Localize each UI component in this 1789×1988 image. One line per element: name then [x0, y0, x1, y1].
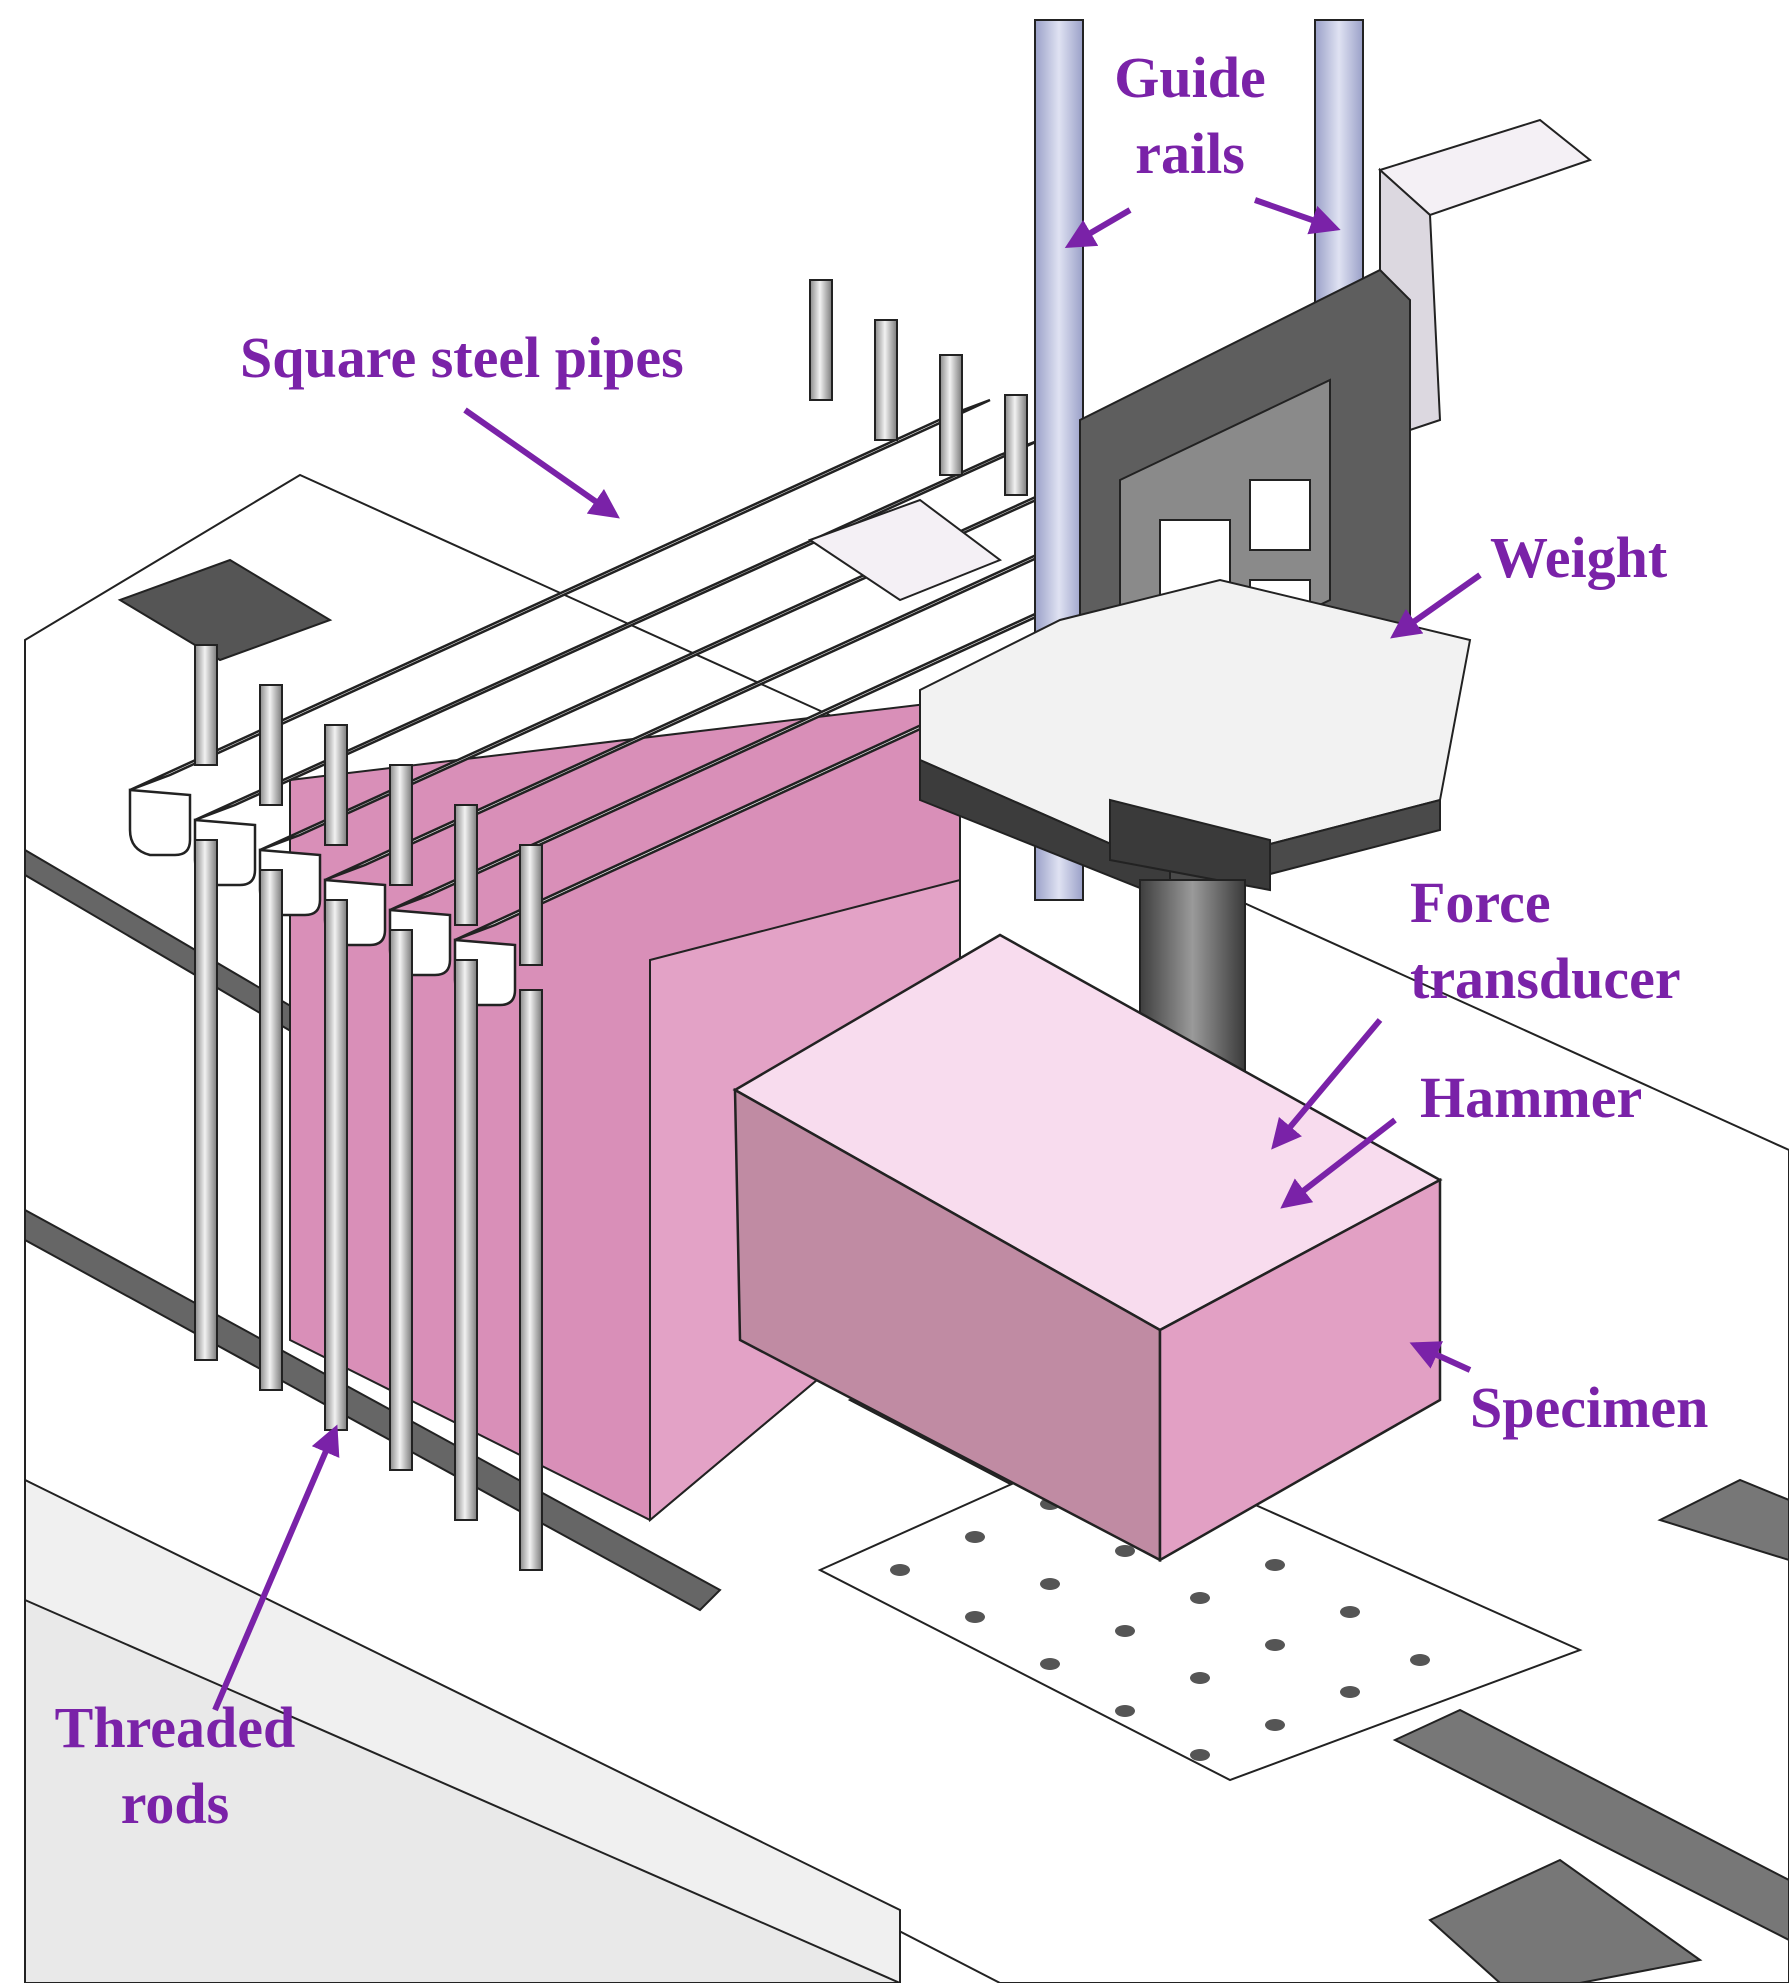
label-threaded-rods-line1: Threaded: [54, 1695, 296, 1760]
label-weight: Weight: [1490, 525, 1668, 590]
label-specimen: Specimen: [1470, 1375, 1709, 1440]
arrow-threaded-rods: [212, 1424, 340, 1712]
arrow-specimen: [1409, 1341, 1472, 1373]
label-square-steel-pipes: Square steel pipes: [240, 325, 684, 390]
label-guide-rails-line1: Guide: [1114, 45, 1266, 110]
arrow-guide-rails-left: [1064, 207, 1132, 249]
arrow-hammer: [1280, 1117, 1397, 1209]
label-threaded-rods-line2: rods: [120, 1771, 230, 1836]
arrow-weight: [1390, 572, 1482, 639]
label-force-transducer-line2: transducer: [1410, 946, 1681, 1011]
specimen-block: [732, 933, 1443, 1563]
label-threaded-rods: Threaded rods: [40, 1690, 310, 1842]
threaded-rods: [194, 279, 1028, 1571]
label-force-transducer: Force transducer: [1410, 865, 1681, 1017]
arrow-square-steel-pipes: [463, 407, 620, 519]
label-guide-rails: Guide rails: [1070, 40, 1310, 192]
label-guide-rails-line2: rails: [1135, 121, 1245, 186]
label-force-transducer-line1: Force: [1410, 870, 1551, 935]
arrow-force-transducer: [1271, 1018, 1383, 1150]
label-hammer: Hammer: [1420, 1065, 1643, 1130]
arrow-guide-rails-right: [1254, 197, 1341, 235]
